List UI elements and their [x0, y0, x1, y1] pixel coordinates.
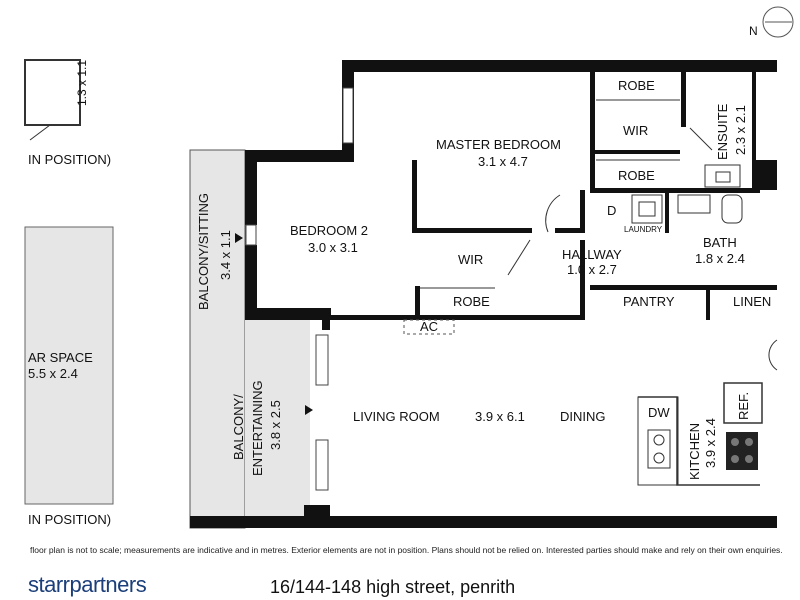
property-address: 16/144-148 high street, penrith [270, 577, 516, 597]
ac-label: AC [420, 319, 438, 334]
fridge-space [723, 382, 763, 424]
entry-door-swing [768, 339, 778, 371]
bath-dims: 1.8 x 2.4 [695, 251, 745, 266]
wir-master-label: WIR [623, 123, 648, 138]
car-space [24, 226, 114, 505]
storage-door [29, 124, 51, 141]
north-label: N [749, 24, 758, 38]
in-position-bottom: IN POSITION) [28, 512, 111, 527]
bath-vanity [677, 194, 711, 214]
window-bed2 [245, 224, 257, 246]
balcony-arrows [235, 233, 313, 415]
wir-bed2-label: WIR [458, 252, 483, 267]
in-position-top: IN POSITION) [28, 152, 111, 167]
car-space-dims: 5.5 x 2.4 [28, 366, 78, 381]
kitchen-dims: 3.9 x 2.4 [703, 418, 718, 468]
storage-dims: 1.3 x 1.1 [75, 60, 89, 106]
sink-icon [647, 429, 671, 469]
balcony-ent-label-2: ENTERTAINING [250, 380, 265, 476]
car-space-label: AR SPACE [28, 350, 93, 365]
toilet-icon [721, 194, 743, 224]
master-bedroom-dims: 3.1 x 4.7 [478, 154, 528, 169]
bedroom2-label: BEDROOM 2 [290, 223, 368, 238]
window-living-2 [315, 439, 329, 491]
linen-label: LINEN [733, 294, 771, 309]
dw-label: DW [648, 405, 670, 420]
brand-logo: starrpartners [28, 572, 147, 597]
balcony-sitting-dims: 3.4 x 1.1 [218, 230, 233, 280]
balcony-ent-dims: 3.8 x 2.5 [268, 400, 283, 450]
pantry-label: PANTRY [623, 294, 675, 309]
ref-label: REF. [736, 392, 751, 420]
balcony-entertaining-area [245, 320, 310, 528]
bedroom2-dims: 3.0 x 3.1 [308, 240, 358, 255]
ensuite-vanity [704, 164, 741, 188]
exterior-walls [190, 60, 777, 528]
robe-mid-label: ROBE [618, 168, 655, 183]
robe-bed2-label: ROBE [453, 294, 490, 309]
laundry-label: LAUNDRY [624, 225, 663, 234]
hallway-dims: 1.0 x 2.7 [567, 262, 617, 277]
living-room-label: LIVING ROOM [353, 409, 440, 424]
balcony-sitting-label: BALCONY/SITTING [196, 193, 211, 310]
balcony-sitting-area [189, 149, 246, 529]
kitchen-label: KITCHEN [687, 423, 702, 480]
d-label: D [607, 203, 616, 218]
robes [420, 99, 713, 289]
interior-walls [322, 72, 777, 330]
robe-top-label: ROBE [618, 78, 655, 93]
disclaimer-text: floor plan is not to scale; measurements… [30, 545, 783, 555]
bath-label: BATH [703, 235, 737, 250]
laundry-tub [631, 194, 663, 224]
master-bedroom-label: MASTER BEDROOM [436, 137, 561, 152]
balcony-ent-label-1: BALCONY/ [231, 394, 246, 460]
ensuite-dims: 2.3 x 2.1 [733, 105, 748, 155]
ensuite-label: ENSUITE [715, 103, 730, 160]
window-master [342, 87, 354, 144]
hallway-label: HALLWAY [562, 247, 622, 262]
compass-icon [762, 6, 794, 38]
storage-cage [24, 59, 81, 126]
dining-label: DINING [560, 409, 606, 424]
cooktop-icon [726, 432, 758, 470]
ac-unit [403, 319, 455, 335]
window-living-1 [315, 334, 329, 386]
living-room-dims: 3.9 x 6.1 [475, 409, 525, 424]
